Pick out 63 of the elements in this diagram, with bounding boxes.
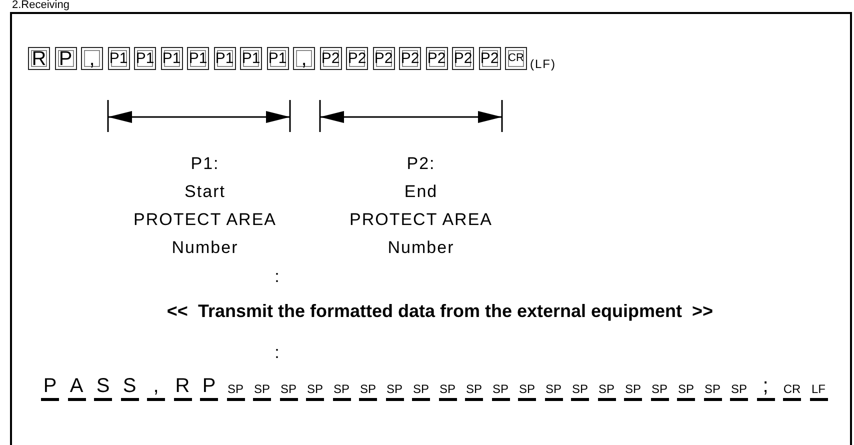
character-box: ,	[293, 47, 315, 70]
label-text: :	[274, 266, 280, 288]
character-box: P1	[108, 47, 130, 70]
label-text: SP	[332, 378, 350, 401]
label-text: SP	[465, 378, 483, 401]
character-box: P1	[266, 47, 288, 70]
frame-box	[10, 12, 852, 445]
label-text: SP	[438, 378, 456, 401]
label-text: ;	[756, 372, 774, 401]
character-box: P1	[134, 47, 156, 70]
character-box: CR	[505, 47, 527, 70]
label-text: SP	[571, 378, 589, 401]
label-text: Number	[386, 237, 456, 259]
label-text: SP	[677, 378, 695, 401]
label-text: P	[200, 372, 218, 401]
character-box: P2	[320, 47, 342, 70]
label-text: SP	[650, 378, 668, 401]
character-box: P1	[214, 47, 236, 70]
title: 2.Receiving	[12, 0, 70, 11]
label-text: SP	[359, 378, 377, 401]
character-box: P2	[346, 47, 368, 70]
character-box: P1	[160, 47, 182, 70]
note-text: << Transmit the formatted data from the external equipment >>	[166, 300, 714, 323]
label-text: SP	[518, 378, 536, 401]
label-text: A	[68, 372, 86, 401]
label-text: (LF)	[530, 56, 556, 73]
character-box: ,	[81, 47, 103, 70]
character-box: P2	[452, 47, 474, 70]
character-box: P2	[399, 47, 421, 70]
label-text: SP	[306, 378, 324, 401]
label-text: End	[403, 181, 439, 203]
label-text: SP	[598, 378, 616, 401]
label-text: S	[120, 372, 138, 401]
label-text: SP	[730, 378, 748, 401]
label-text: CR	[783, 378, 801, 401]
label-text: PROTECT AREA	[348, 209, 494, 231]
label-text: P	[41, 372, 59, 401]
label-text: PROTECT AREA	[132, 209, 278, 231]
label-text: S	[94, 372, 112, 401]
label-text: R	[174, 372, 192, 401]
character-box: R	[28, 47, 50, 70]
label-text: LF	[810, 378, 828, 401]
character-box: P2	[478, 47, 500, 70]
character-box: P1	[240, 47, 262, 70]
label-text: SP	[253, 378, 271, 401]
character-box: P	[54, 47, 76, 70]
label-text: ,	[147, 372, 165, 401]
label-text: SP	[704, 378, 722, 401]
character-box: P1	[187, 47, 209, 70]
label-text: SP	[226, 378, 244, 401]
label-text: P2:	[406, 153, 436, 175]
label-text: SP	[412, 378, 430, 401]
label-text: Number	[170, 237, 240, 259]
label-text: P1:	[190, 153, 220, 175]
label-text: SP	[280, 378, 298, 401]
label-text: SP	[492, 378, 510, 401]
label-text: SP	[544, 378, 562, 401]
label-text: Start	[184, 181, 226, 203]
character-box: P2	[372, 47, 394, 70]
label-text: :	[274, 342, 280, 364]
character-box: P2	[426, 47, 448, 70]
label-text: SP	[624, 378, 642, 401]
label-text: SP	[386, 378, 404, 401]
